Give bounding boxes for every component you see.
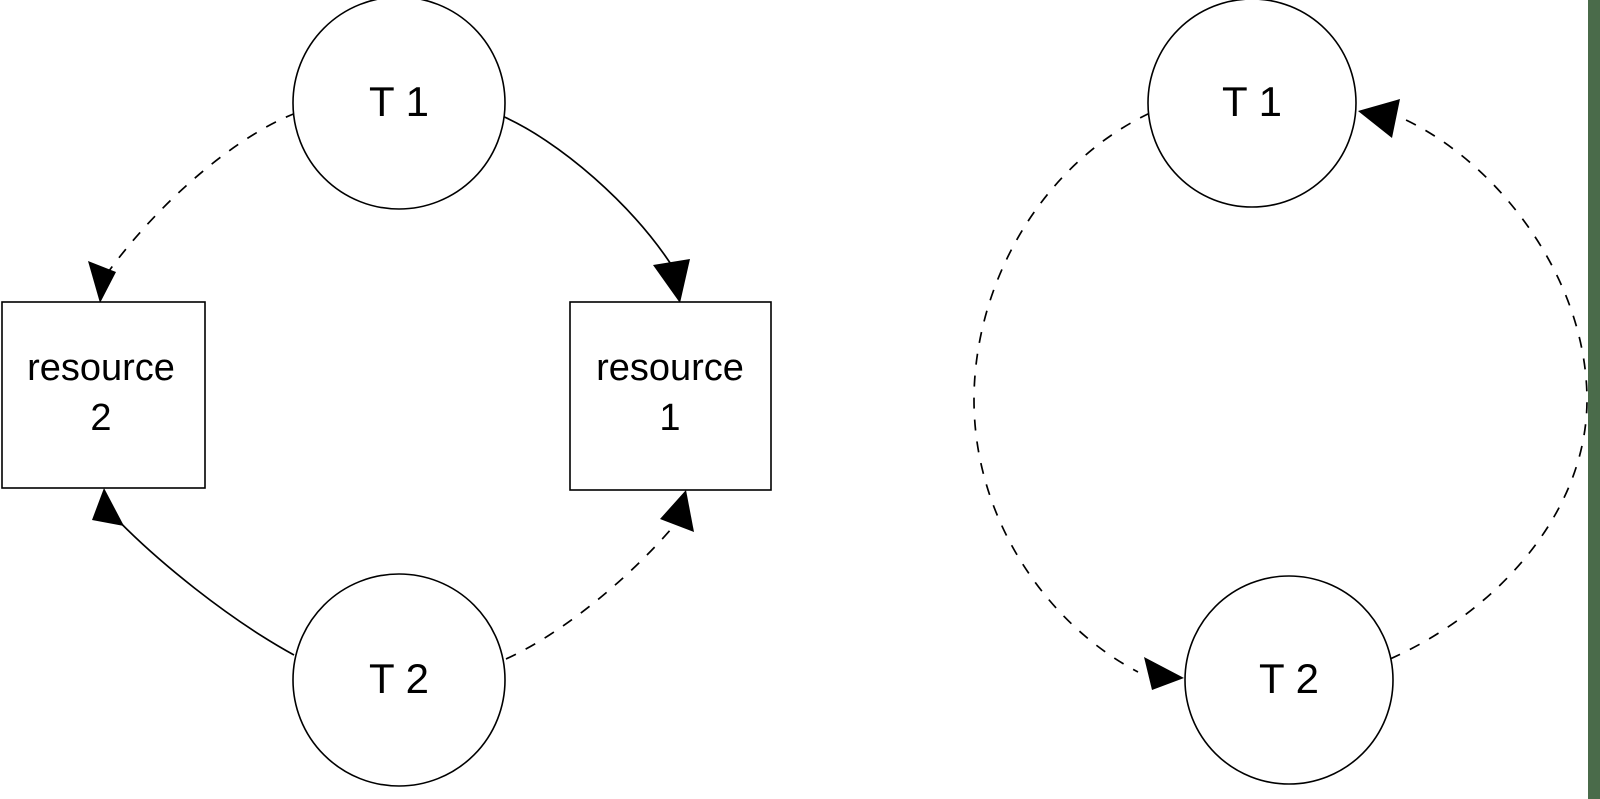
edge-t2-to-resource2-arrowhead xyxy=(92,488,124,526)
node-t2-left-circle xyxy=(292,573,506,787)
node-t1-left-label: T 1 xyxy=(369,78,429,125)
node-t2-right-label: T 2 xyxy=(1259,655,1319,702)
edge-t1-to-resource1-path xyxy=(499,114,677,273)
edge-t1-waits-for-t2[interactable] xyxy=(973,112,1184,690)
edge-t1-to-resource2-arrowhead xyxy=(88,261,116,303)
edge-t1-to-resource2[interactable] xyxy=(88,112,297,303)
edge-t1-waits-for-t2-arrowhead xyxy=(1144,657,1184,690)
edge-t2-waits-for-t1-arrowhead xyxy=(1358,99,1400,138)
node-resource-1-label-number: 1 xyxy=(659,397,680,439)
node-t1-right-label: T 1 xyxy=(1222,78,1282,125)
edge-t2-waits-for-t1-path xyxy=(1389,119,1588,660)
wait-for-graph: T2 (left arc, waits-for) --> T1 (right a… xyxy=(973,0,1588,785)
node-t2-right-circle xyxy=(1184,575,1394,785)
edge-t2-waits-for-t1[interactable] xyxy=(1358,99,1588,660)
node-resource-1[interactable]: resource 1 xyxy=(569,301,772,491)
edge-t2-to-resource2-path xyxy=(109,511,295,656)
edge-t1-to-resource1[interactable] xyxy=(499,114,690,303)
edge-t2-to-resource1[interactable] xyxy=(505,490,694,660)
node-resource-2[interactable]: resource 2 xyxy=(1,301,206,489)
edge-t1-to-resource1-arrowhead xyxy=(653,259,690,303)
edge-t1-waits-for-t2-path xyxy=(973,112,1151,673)
node-t2-right[interactable]: T 2 xyxy=(1184,575,1394,785)
node-t1-right[interactable]: T 1 xyxy=(1147,0,1357,208)
node-resource-1-box xyxy=(569,301,772,491)
node-t2-left[interactable]: T 2 xyxy=(292,573,506,787)
right-edge-strip xyxy=(1588,0,1600,799)
node-resource-1-label-word: resource xyxy=(596,347,744,389)
node-t1-right-circle xyxy=(1147,0,1357,208)
edge-t1-to-resource2-path xyxy=(105,112,297,276)
node-resource-2-box xyxy=(1,301,206,489)
node-t2-left-label: T 2 xyxy=(369,655,429,702)
node-resource-2-label-word: resource xyxy=(27,347,175,389)
node-t1-left[interactable]: T 1 xyxy=(292,0,506,210)
edge-t2-to-resource2[interactable] xyxy=(92,488,295,656)
node-t1-left-circle xyxy=(292,0,506,210)
resource-allocation-graph: resource 2 (request) --> resource 1 (ass… xyxy=(1,0,772,787)
node-resource-2-label-number: 2 xyxy=(90,397,111,439)
edge-t2-to-resource1-path xyxy=(505,515,683,660)
edge-t2-to-resource1-arrowhead xyxy=(660,490,694,532)
